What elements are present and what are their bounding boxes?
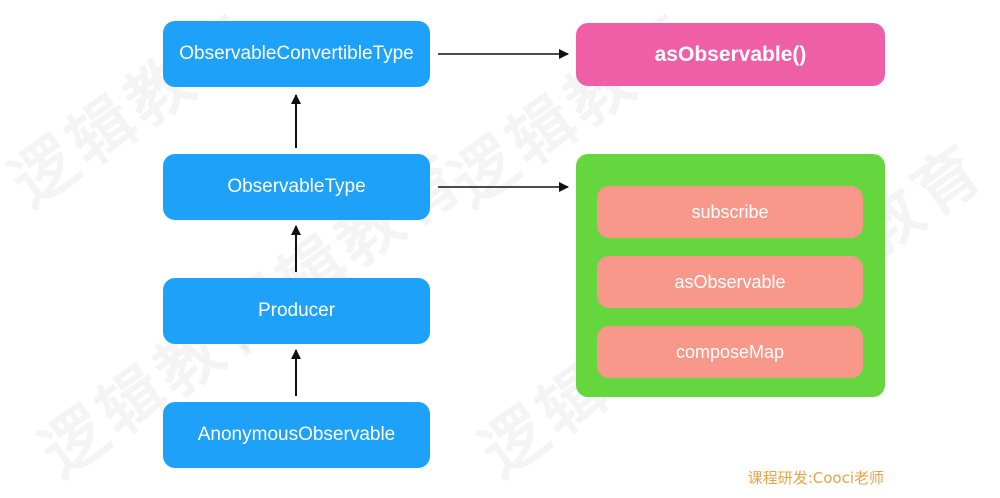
as-observable-call-label: asObservable() bbox=[654, 42, 807, 66]
node-label: ObservableConvertibleType bbox=[179, 43, 414, 64]
node-label: AnonymousObservable bbox=[197, 424, 396, 445]
as-observable-call-box: asObservable() bbox=[576, 23, 885, 86]
node-label: ObservableType bbox=[227, 176, 366, 197]
method-label: subscribe bbox=[691, 201, 769, 222]
method-label: composeMap bbox=[675, 341, 785, 362]
node-label: Producer bbox=[257, 300, 336, 321]
node-observable-convertible-type: ObservableConvertibleType bbox=[163, 21, 430, 87]
node-anonymous-observable: AnonymousObservable bbox=[163, 402, 430, 468]
footer-credit: 课程研发:Cooci老师 bbox=[747, 469, 884, 487]
method-compose-map: composeMap bbox=[597, 326, 863, 378]
node-observable-type: ObservableType bbox=[163, 154, 430, 220]
method-label: asObservable bbox=[674, 271, 786, 292]
method-as-observable: asObservable bbox=[597, 256, 863, 308]
node-producer: Producer bbox=[163, 278, 430, 344]
method-subscribe: subscribe bbox=[597, 186, 863, 238]
